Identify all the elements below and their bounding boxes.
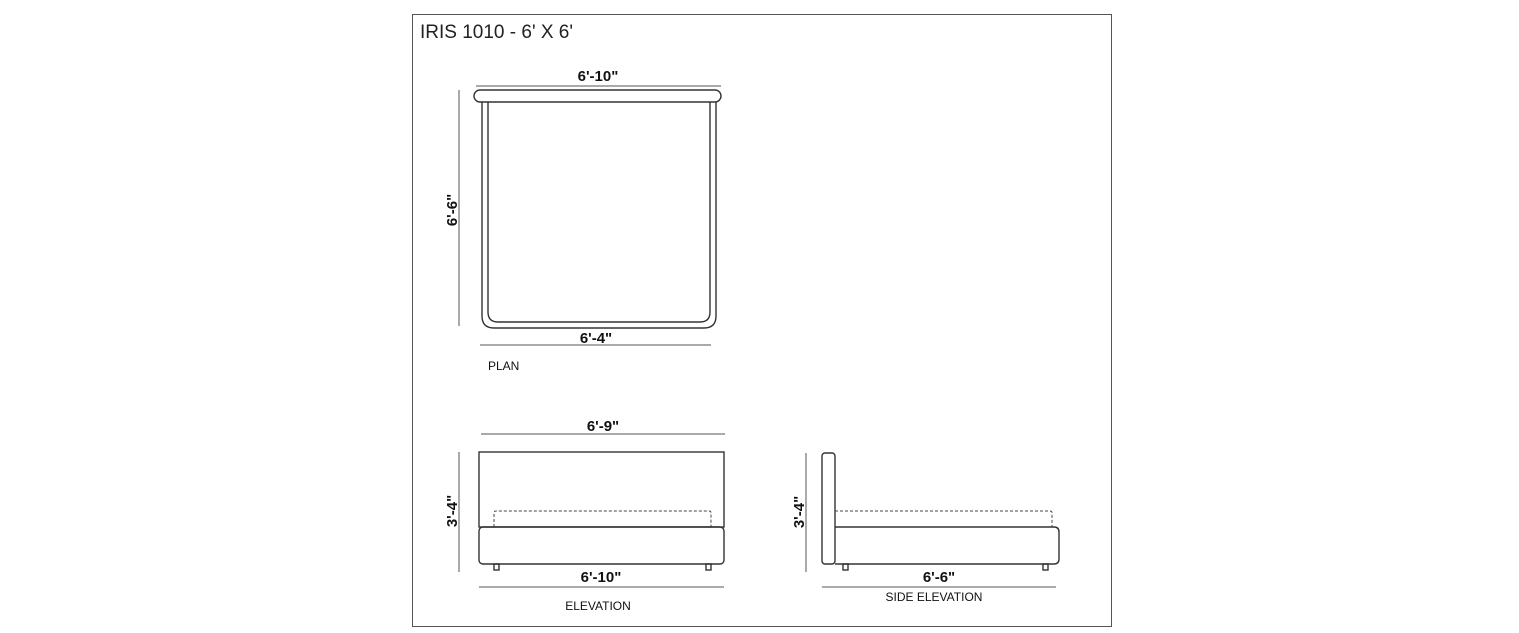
elevation-height-label: 3'-4" xyxy=(444,495,461,527)
elevation-caption: ELEVATION xyxy=(565,599,631,613)
plan-bed-length-label: 6'-6" xyxy=(444,194,461,226)
plan-headboard-width-label: 6'-10" xyxy=(578,68,619,85)
elevation-base xyxy=(478,526,725,565)
side-elevation-view: 3'-4" 6'-6" SIDE ELEVATION xyxy=(791,452,1060,604)
elevation-headboard xyxy=(478,451,725,528)
side-headboard xyxy=(821,452,836,565)
side-leg-back xyxy=(1042,563,1049,571)
sheet-border xyxy=(412,14,1112,627)
elevation-mattress xyxy=(493,510,712,527)
plan-bed-frame xyxy=(481,102,717,329)
side-base xyxy=(835,526,1060,565)
drawing-title: IRIS 1010 - 6' X 6' xyxy=(420,22,573,43)
elevation-leg-right xyxy=(705,563,712,571)
elevation-base-width-label: 6'-10" xyxy=(581,569,622,586)
elevation-view: 6'-9" 3'-4" 6'-10" ELEVATION xyxy=(444,418,725,613)
side-length-label: 6'-6" xyxy=(923,569,955,586)
side-mattress xyxy=(835,510,1053,527)
side-leg-front xyxy=(842,563,849,571)
plan-bed-width-label: 6'-4" xyxy=(580,330,612,347)
side-height-label: 3'-4" xyxy=(791,496,808,528)
plan-caption: PLAN xyxy=(488,359,519,373)
plan-headboard xyxy=(473,89,722,103)
elevation-headboard-width-label: 6'-9" xyxy=(587,418,619,435)
side-elevation-caption: SIDE ELEVATION xyxy=(886,590,983,604)
plan-view: 6'-10" 6'-6" 6'-4" PLAN xyxy=(444,68,722,373)
elevation-leg-left xyxy=(493,563,500,571)
